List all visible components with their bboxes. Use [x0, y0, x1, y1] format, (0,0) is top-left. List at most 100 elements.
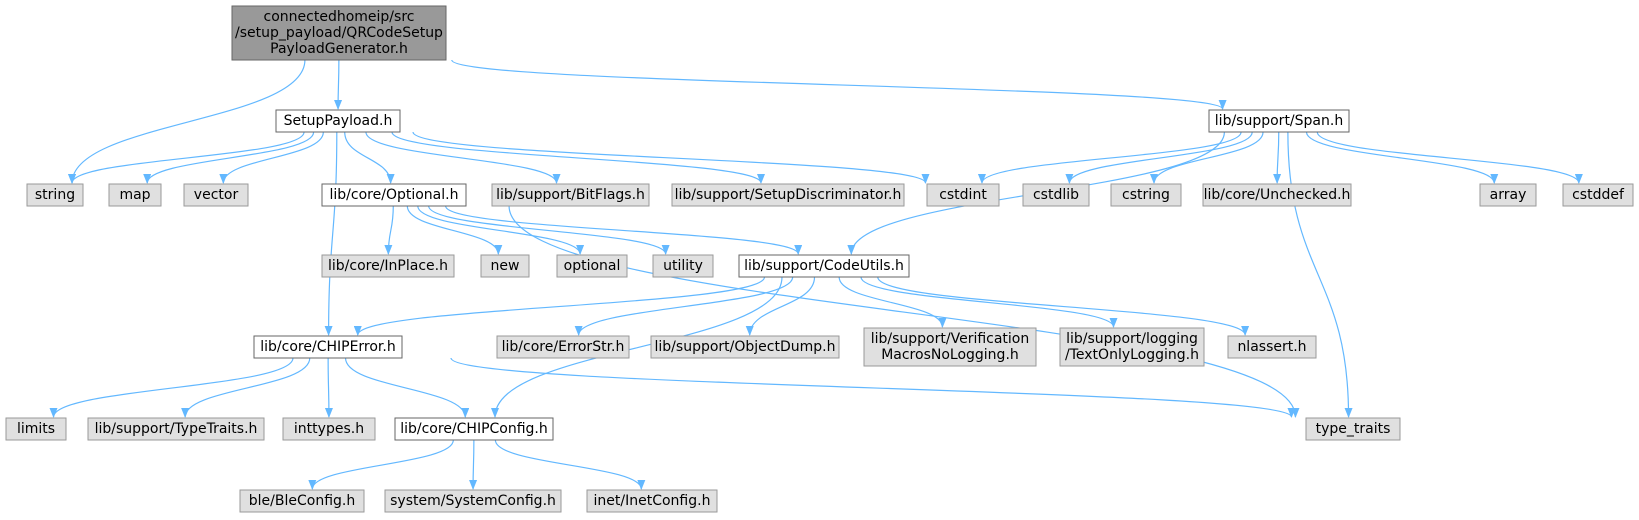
edge-line	[334, 59, 343, 110]
node-verification: lib/support/VerificationMacrosNoLogging.…	[863, 327, 1037, 367]
edge-line	[412, 131, 930, 184]
edge-line	[308, 439, 454, 490]
node-label: array	[1490, 187, 1527, 203]
node-vector: vector	[183, 183, 249, 207]
node-optional_h[interactable]: lib/core/Optional.h	[321, 183, 467, 207]
node-chiperror[interactable]: lib/core/CHIPError.h	[253, 335, 403, 359]
edge-codeutils-to-nlassert	[877, 276, 1250, 336]
edge-optional_h-to-utility	[428, 205, 670, 255]
edge-line	[469, 439, 478, 490]
node-label: lib/core/CHIPConfig.h	[400, 421, 548, 437]
node-label: inet/InetConfig.h	[594, 493, 711, 509]
node-label: lib/support/TypeTraits.h	[95, 421, 258, 437]
node-label: lib/support/logging	[1066, 331, 1198, 347]
edge-chipconfig-to-inetconfig	[494, 439, 646, 490]
node-type_traits: type_traits	[1305, 417, 1401, 441]
node-box	[491, 183, 650, 207]
edge-line	[877, 276, 1250, 336]
node-bleconfig: ble/BleConfig.h	[239, 489, 365, 513]
node-codeutils[interactable]: lib/support/CodeUtils.h	[738, 254, 910, 278]
node-label: nlassert.h	[1237, 339, 1306, 355]
edge-setuppayload-to-cstdint	[412, 131, 930, 184]
node-label: lib/core/Unchecked.h	[1204, 187, 1351, 203]
edge-line	[365, 131, 561, 184]
edge-root-to-string	[68, 59, 306, 184]
edge-line	[494, 439, 646, 490]
node-span[interactable]: lib/support/Span.h	[1208, 109, 1350, 133]
node-label: vector	[194, 187, 239, 203]
node-box	[652, 254, 714, 278]
node-box	[586, 489, 718, 513]
node-label: SetupPayload.h	[284, 113, 393, 129]
node-setuppayload[interactable]: SetupPayload.h	[275, 109, 401, 133]
nodes-layer: connectedhomeip/src/setup_payload/QRCode…	[5, 5, 1634, 513]
node-box	[87, 417, 265, 441]
node-box	[863, 327, 1037, 367]
node-box	[253, 335, 403, 359]
edge-span-to-cstring	[1150, 131, 1264, 184]
node-box	[275, 109, 401, 133]
node-label: MacrosNoLogging.h	[881, 347, 1019, 363]
node-label: /setup_payload/QRCodeSetup	[235, 25, 443, 41]
node-label: new	[491, 258, 520, 274]
edge-line	[1065, 131, 1253, 184]
edge-line	[181, 357, 311, 418]
edge-line	[353, 276, 766, 336]
node-box	[1110, 183, 1182, 207]
edge-setuppayload-to-bitflags	[365, 131, 561, 184]
node-box	[1305, 417, 1401, 441]
node-systemconfig: system/SystemConfig.h	[384, 489, 562, 513]
edge-setuppayload-to-chiperror	[324, 131, 338, 336]
edge-setuppayload-to-vector	[219, 131, 324, 184]
edge-chiperror-to-type_traits	[450, 357, 1296, 418]
edge-codeutils-to-logging	[860, 276, 1118, 328]
node-string: string	[26, 183, 84, 207]
edge-line	[428, 205, 670, 255]
node-setupdisc: lib/support/SetupDiscriminator.h	[671, 183, 905, 207]
node-chipconfig[interactable]: lib/core/CHIPConfig.h	[394, 417, 554, 441]
edge-chiperror-to-inttypes	[324, 357, 333, 418]
node-label: lib/support/CodeUtils.h	[744, 258, 904, 274]
edge-line	[384, 205, 394, 255]
node-label: cstdint	[939, 187, 987, 203]
node-label: lib/support/Verification	[871, 331, 1030, 347]
node-label: utility	[663, 258, 703, 274]
node-box	[183, 183, 249, 207]
edge-setuppayload-to-string	[68, 131, 305, 184]
node-box	[1202, 183, 1352, 207]
node-cstdint: cstdint	[926, 183, 1000, 207]
node-label: optional	[564, 258, 621, 274]
node-nlassert: nlassert.h	[1227, 335, 1317, 359]
edge-codeutils-to-errorstr	[574, 276, 794, 336]
node-box	[394, 417, 554, 441]
node-typetraits_h: lib/support/TypeTraits.h	[87, 417, 265, 441]
edge-line	[978, 131, 1242, 184]
node-label: map	[119, 187, 150, 203]
edge-line	[491, 276, 783, 418]
edge-line	[49, 357, 294, 418]
node-objectdump: lib/support/ObjectDump.h	[650, 335, 840, 359]
node-label: system/SystemConfig.h	[390, 493, 556, 509]
node-root[interactable]: connectedhomeip/src/setup_payload/QRCode…	[231, 5, 447, 61]
node-label: lib/support/BitFlags.h	[496, 187, 645, 203]
edge-line	[1150, 131, 1264, 184]
node-box	[321, 254, 455, 278]
edge-span-to-array	[1305, 131, 1499, 184]
node-label: lib/support/Span.h	[1215, 113, 1343, 129]
node-box	[1562, 183, 1634, 207]
edge-line	[219, 131, 324, 184]
edge-chipconfig-to-systemconfig	[469, 439, 478, 490]
node-box	[26, 183, 84, 207]
node-label: inttypes.h	[294, 421, 364, 437]
node-box	[282, 417, 376, 441]
edge-optional_h-to-optional	[417, 205, 585, 255]
node-box	[384, 489, 562, 513]
node-label: lib/support/SetupDiscriminator.h	[675, 187, 902, 203]
edge-line	[1273, 131, 1282, 184]
edge-line	[1287, 131, 1353, 418]
node-box	[239, 489, 365, 513]
node-box	[738, 254, 910, 278]
edge-line	[344, 357, 470, 418]
edge-line	[324, 357, 333, 418]
